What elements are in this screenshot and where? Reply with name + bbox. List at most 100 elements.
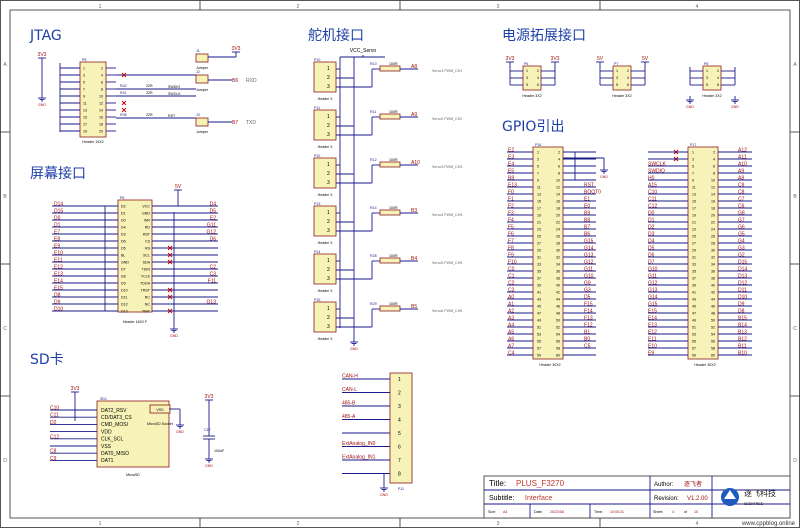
screen-pin-name: SDA xyxy=(143,261,151,265)
can-pin: 1 xyxy=(398,377,401,383)
res-val: 100R xyxy=(389,110,398,114)
pin-number: 11 xyxy=(537,186,541,190)
can-connector xyxy=(389,372,413,484)
jtag-footer: Header 10X2 xyxy=(82,140,103,144)
pin-number: 39 xyxy=(692,284,696,288)
tb-size: A4 xyxy=(503,510,507,514)
gpio-net-left: C2 xyxy=(508,281,515,287)
screen-net-left: D15 xyxy=(54,209,63,215)
pin-number: 30 xyxy=(556,249,560,253)
pin-number: 55 xyxy=(537,340,541,344)
gpio-net-left: D2 xyxy=(648,225,655,231)
pin-number: 1 xyxy=(537,151,539,155)
gpio-net-left: D7 xyxy=(648,260,655,266)
pin-number: 56 xyxy=(556,340,560,344)
pin-number: 25 xyxy=(692,235,696,239)
pin-number: 8 xyxy=(558,172,560,176)
company-logo-mark xyxy=(724,490,736,499)
pin-number: 6 xyxy=(537,83,539,87)
pin-number: 46 xyxy=(556,305,560,309)
res-val: 22R xyxy=(146,91,153,95)
screen-pin-name: RD xyxy=(145,226,151,230)
power-label: 3V3 xyxy=(205,394,214,400)
gpio-net-left: F9 xyxy=(508,253,514,259)
servo-pin: 1 xyxy=(327,162,330,168)
frame-col-label: 4 xyxy=(696,521,699,527)
servo-net: A9 xyxy=(411,112,417,118)
gpio-net-right: B6 xyxy=(584,232,590,238)
pin-number: 18 xyxy=(99,123,103,127)
screen-net-right: G11 xyxy=(207,223,216,229)
cap-ref: C17 xyxy=(204,428,211,432)
jumper-j2 xyxy=(195,74,209,84)
pin-number: 20 xyxy=(556,214,560,218)
can-net: CAN-L xyxy=(342,387,357,393)
pin-number: 24 xyxy=(711,228,715,232)
frame-row-label: A xyxy=(3,62,7,68)
sd-pin-name: VSS xyxy=(101,444,112,450)
pin-number: 15 xyxy=(83,116,87,120)
can-net: ExtAnalog_IN1 xyxy=(342,455,376,461)
servo-footer: Header 3 xyxy=(318,97,333,101)
frame-row-label: B xyxy=(793,194,797,200)
gpio-net-right: B11 xyxy=(738,344,747,350)
screen-pin-name: D12 xyxy=(121,303,128,307)
gpio-net-right: G9 xyxy=(584,281,591,287)
res-val: 100R xyxy=(389,206,398,210)
screen-pin-name: D8 xyxy=(121,275,126,279)
pin-number: 19 xyxy=(537,214,541,218)
pin-number: 15 xyxy=(537,200,541,204)
pin-number: 54 xyxy=(711,333,715,337)
pin-number: 48 xyxy=(711,312,715,316)
gpio-net-right: D15 xyxy=(738,260,747,266)
pin-number: 14 xyxy=(556,193,560,197)
servo-pin: 3 xyxy=(327,84,330,90)
gpio-net-right: D10 xyxy=(738,295,747,301)
net-rxd: RXD xyxy=(246,78,257,84)
pin-number: 46 xyxy=(711,305,715,309)
pin-number: 2 xyxy=(558,151,560,155)
no-connect xyxy=(167,294,173,300)
screen-pin-name: D2 xyxy=(121,205,126,209)
pin-number: 53 xyxy=(537,333,541,337)
pin-number: 33 xyxy=(692,263,696,267)
gpio-net-right: G13 xyxy=(584,253,594,259)
pin-number: 5 xyxy=(706,83,708,87)
can-pin: 6 xyxy=(398,445,401,451)
pin-number: 41 xyxy=(692,291,696,295)
pin-number: 56 xyxy=(711,340,715,344)
tb-title-label: Title: xyxy=(489,479,506,488)
screen-pin-name: CS xyxy=(145,240,151,244)
gpio-net-left: A3 xyxy=(508,316,514,322)
pin-number: 58 xyxy=(711,347,715,351)
gpio-net-right: F13 xyxy=(584,316,593,322)
resistor xyxy=(379,305,401,312)
no-connect xyxy=(121,72,127,78)
gpio-net-left: C12 xyxy=(648,204,657,210)
no-connect xyxy=(121,100,127,106)
pin-number: 29 xyxy=(692,249,696,253)
pin-number: 28 xyxy=(711,242,715,246)
gpio-net-left: A7 xyxy=(508,344,514,350)
sd-pin-name: VDD xyxy=(101,429,112,435)
gpio-net-left: E13 xyxy=(508,183,517,189)
pin-number: 11 xyxy=(692,186,696,190)
pin-number: 3 xyxy=(83,74,85,78)
can-pin: 7 xyxy=(398,458,401,464)
power-label: 3V3 xyxy=(506,56,515,62)
tb-date-label: Date: xyxy=(534,510,543,514)
gpio-net-left: G15 xyxy=(648,302,658,308)
pin-number: 17 xyxy=(692,207,696,211)
servo-footer: Header 3 xyxy=(318,337,333,341)
screen-net-left: E12 xyxy=(54,265,63,271)
gpio-net-right: G8 xyxy=(738,211,745,217)
jumper-j1 xyxy=(195,53,209,63)
screen-pin-name: D11 xyxy=(121,296,127,300)
tb-title: PLUS_F3270 xyxy=(516,479,565,488)
power-ref: P6 xyxy=(524,62,528,66)
gpio-net-right: D9 xyxy=(738,302,745,308)
power-label: 3V3 xyxy=(38,52,47,58)
power-label: 5V xyxy=(642,56,649,62)
gpio-net-right: D14 xyxy=(738,267,747,273)
gnd-label: GND xyxy=(38,103,46,107)
